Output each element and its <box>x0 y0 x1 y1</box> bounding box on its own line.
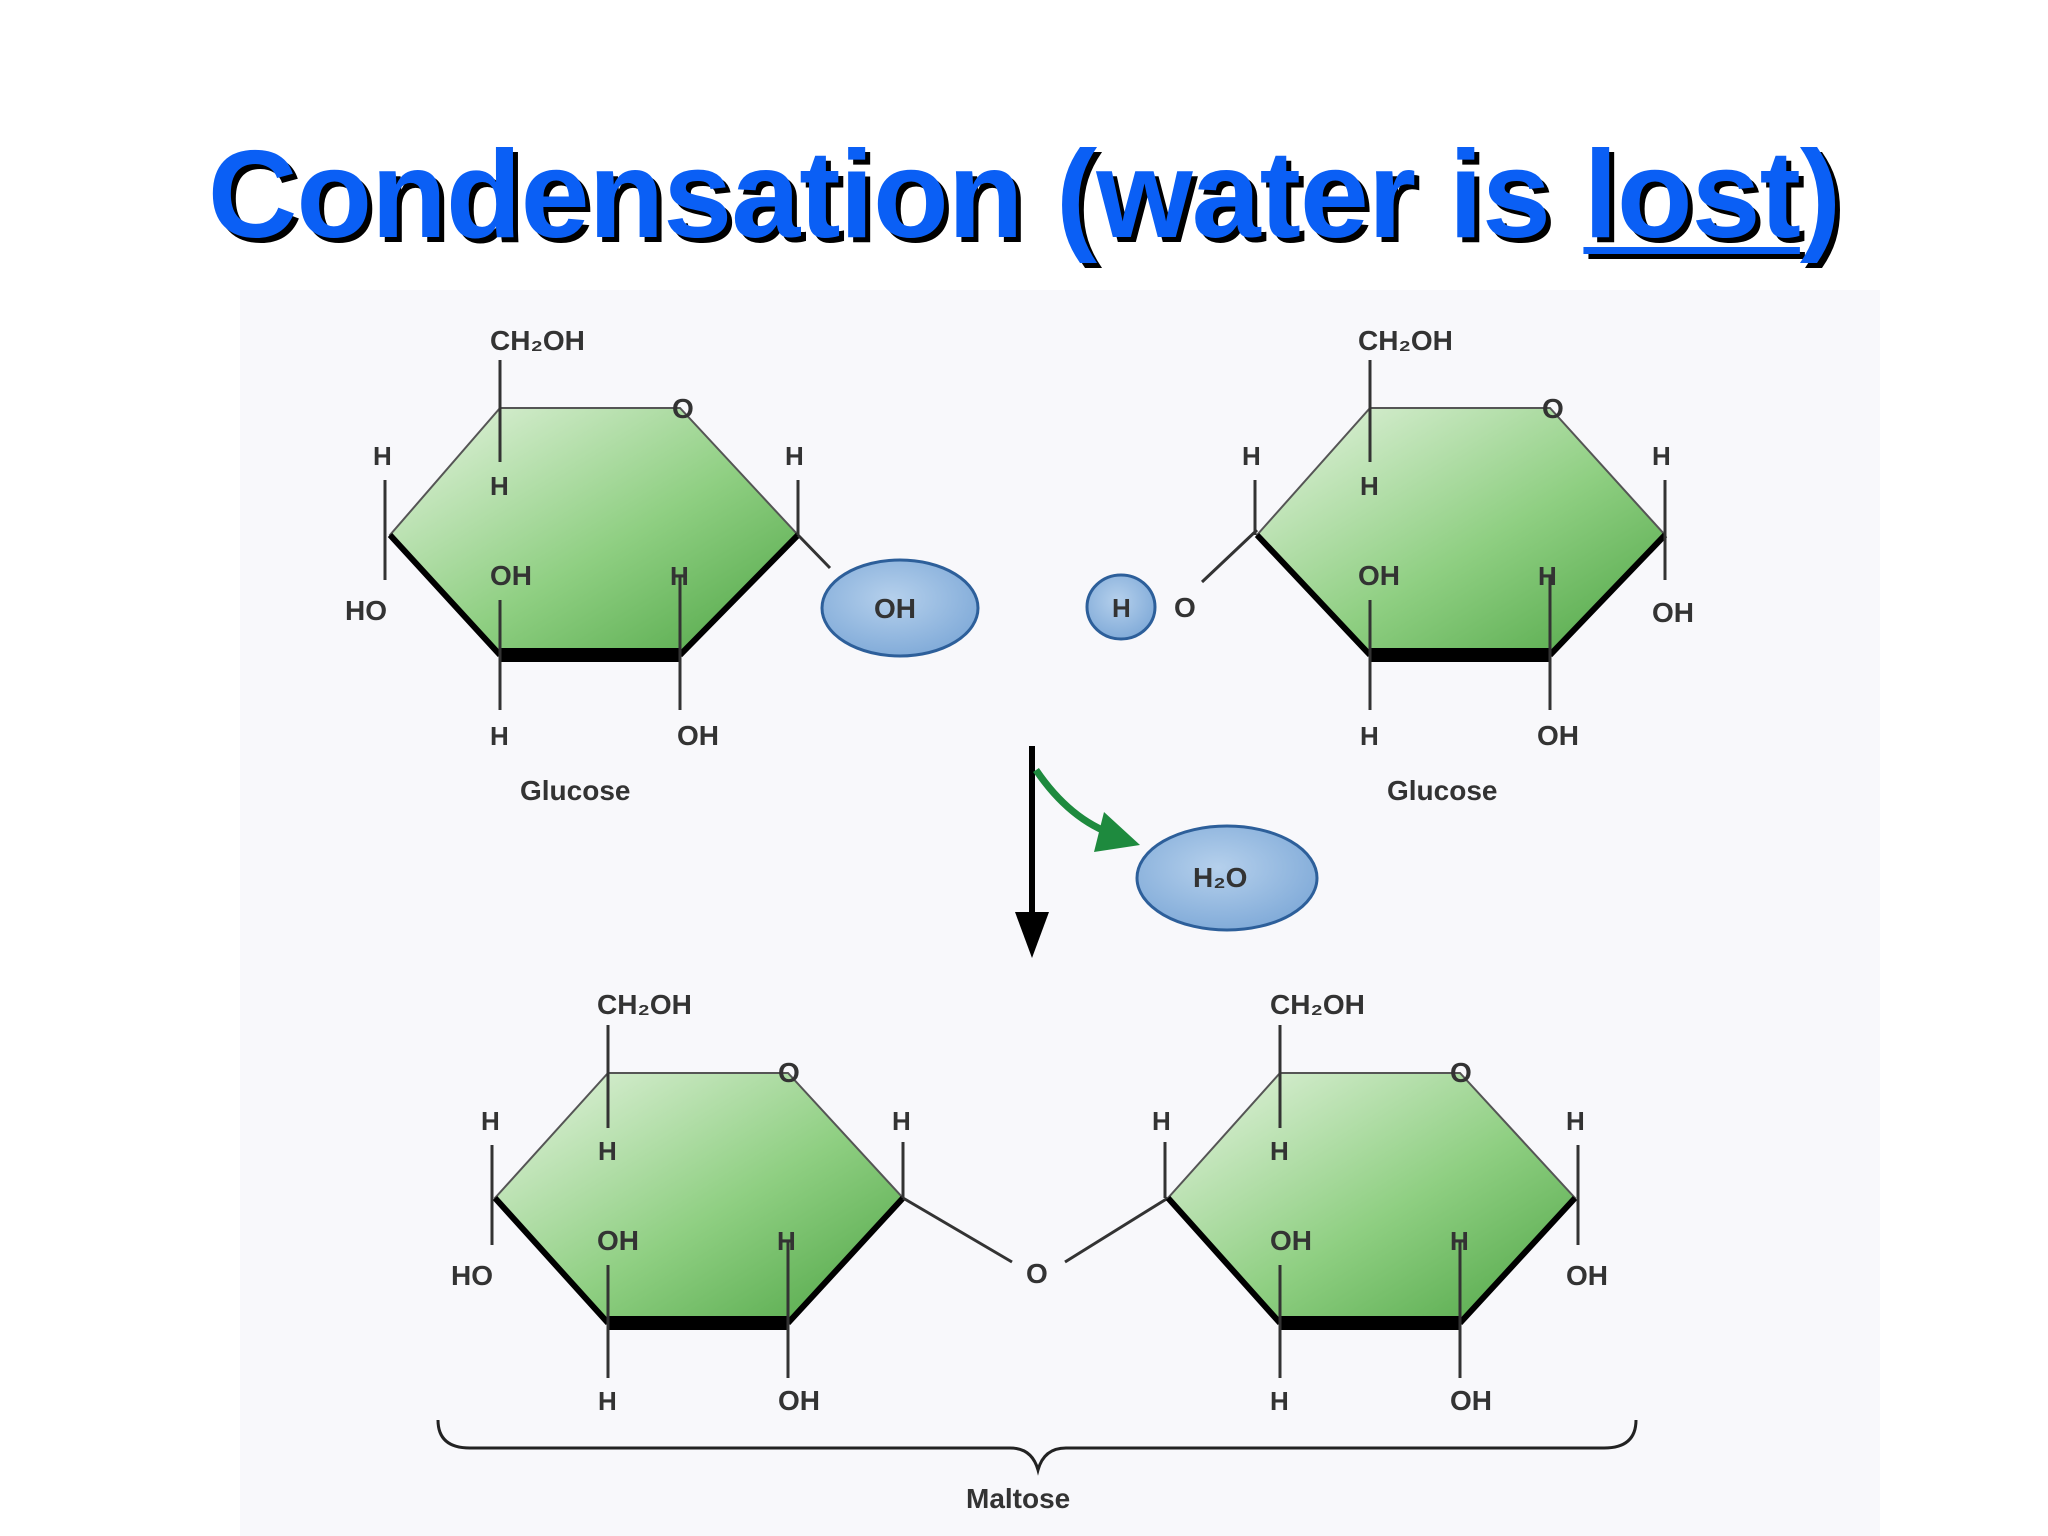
h-label: H <box>892 1106 911 1136</box>
h-label: H <box>1242 441 1261 471</box>
reaction-arrow <box>1015 746 1049 958</box>
maltose-right-ring: CH₂OH O H H OH H H OH H OH <box>1152 989 1608 1416</box>
glucose-ring <box>493 1072 905 1324</box>
glucose-ring <box>1166 1072 1577 1324</box>
title-underlined-word: lost <box>1583 126 1800 264</box>
oh-label: OH <box>1566 1260 1608 1291</box>
h-label: H <box>1360 471 1379 501</box>
h-label: H <box>785 441 804 471</box>
ho-label: HO <box>451 1260 493 1291</box>
oh-bubble: OH <box>820 558 980 658</box>
h-label: H <box>1360 721 1379 751</box>
title-close-paren: ) <box>1799 126 1841 264</box>
ring-oxygen-label: O <box>778 1057 800 1088</box>
oh-bubble-label: OH <box>874 593 916 624</box>
oh-label: OH <box>1270 1225 1312 1256</box>
slide-title: Condensation (water is lost) <box>0 120 2048 270</box>
h-label: H <box>1152 1106 1171 1136</box>
top-right-glucose: CH₂OH O H H OH H H OH H OH Glucose <box>1242 325 1694 806</box>
h-label: H <box>670 561 689 591</box>
h-label: H <box>1270 1136 1289 1166</box>
ch2oh-label: CH₂OH <box>597 989 692 1020</box>
h-label: H <box>1538 561 1557 591</box>
glycosidic-bond: O <box>902 1196 1169 1289</box>
oh-label: OH <box>1537 720 1579 751</box>
oxygen-label: O <box>1174 592 1196 623</box>
oh-label: OH <box>1358 560 1400 591</box>
h-label: H <box>1566 1106 1585 1136</box>
glucose-label: Glucose <box>1387 775 1497 806</box>
glucose-ring <box>388 407 800 656</box>
glucose-label: Glucose <box>520 775 630 806</box>
oh-label: OH <box>677 720 719 751</box>
glucose-ring <box>1255 407 1667 656</box>
h-label: H <box>598 1386 617 1416</box>
h-label: H <box>598 1136 617 1166</box>
maltose-brace <box>436 1419 1638 1476</box>
ch2oh-label: CH₂OH <box>1358 325 1453 356</box>
h-label: H <box>1652 441 1671 471</box>
h-bubble-label: H <box>1112 593 1131 623</box>
maltose-left-ring: CH₂OH O H H HO OH H H H OH <box>451 989 911 1416</box>
h-label: H <box>373 441 392 471</box>
ring-oxygen-label: O <box>672 393 694 424</box>
h-label: H <box>490 471 509 501</box>
title-text: Condensation (water is <box>207 126 1584 264</box>
ch2oh-label: CH₂OH <box>490 325 585 356</box>
oh-label: OH <box>1450 1385 1492 1416</box>
h-label: H <box>490 721 509 751</box>
maltose-label: Maltose <box>966 1483 1070 1514</box>
water-release-arrow <box>1033 768 1140 852</box>
oh-label: OH <box>778 1385 820 1416</box>
bridge-oxygen-label: O <box>1026 1258 1048 1289</box>
h-label: H <box>1450 1226 1469 1256</box>
h-label: H <box>1270 1386 1289 1416</box>
ring-oxygen-label: O <box>1450 1057 1472 1088</box>
water-bubble: H₂O <box>1135 824 1319 932</box>
ho-label: HO <box>345 595 387 626</box>
oh-label: OH <box>490 560 532 591</box>
ch2oh-label: CH₂OH <box>1270 989 1365 1020</box>
oh-label: OH <box>1652 597 1694 628</box>
h-bubble: H <box>1085 573 1157 641</box>
h-label: H <box>481 1106 500 1136</box>
oh-label: OH <box>597 1225 639 1256</box>
ring-oxygen-label: O <box>1542 393 1564 424</box>
h-label: H <box>777 1226 796 1256</box>
water-label: H₂O <box>1193 862 1247 893</box>
top-left-glucose: CH₂OH O H H HO OH H H H OH Glucose <box>345 325 832 806</box>
